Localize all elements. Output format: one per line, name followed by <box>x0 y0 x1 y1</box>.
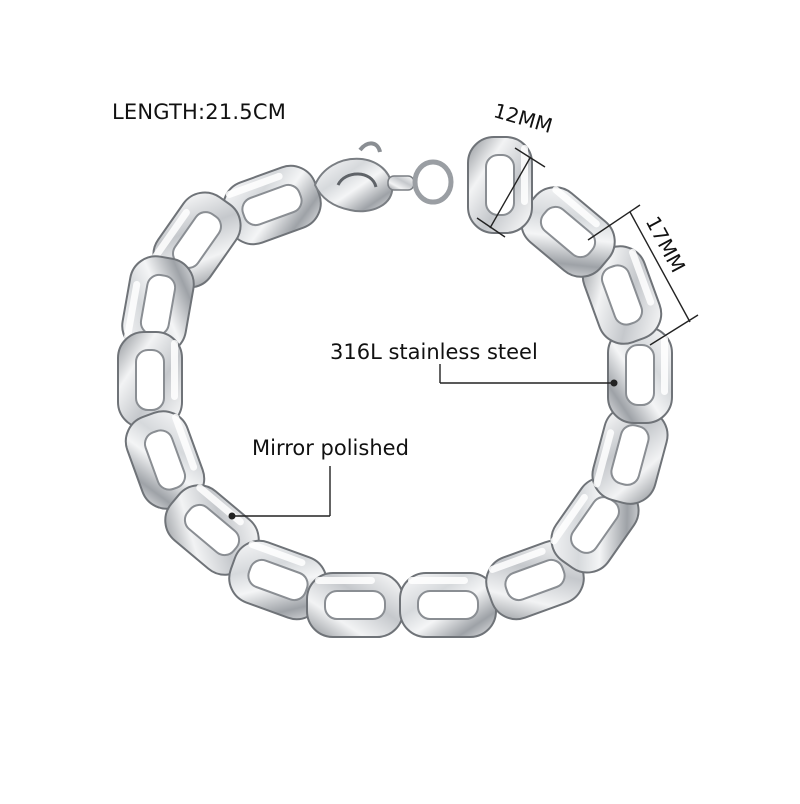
chain-link <box>591 405 669 505</box>
chain-link <box>485 539 585 621</box>
dimension-12mm <box>476 147 546 238</box>
chain-links <box>117 136 673 638</box>
material-label: 316L stainless steel <box>330 340 538 364</box>
chain-link <box>467 136 533 234</box>
chain-link <box>399 572 497 638</box>
callout-finish-line <box>232 466 331 517</box>
dimension-17mm <box>587 204 699 346</box>
length-label: LENGTH:21.5CM <box>112 100 287 124</box>
callout-material-dot <box>610 379 618 387</box>
chain-link <box>124 410 206 510</box>
chain-link <box>152 191 242 289</box>
lobster-clasp <box>313 141 454 213</box>
callout-finish-dot <box>228 512 236 520</box>
finish-label: Mirror polished <box>252 436 409 460</box>
chain-link <box>581 245 663 345</box>
callout-material-line <box>439 364 614 384</box>
chain-link <box>228 539 328 621</box>
dimension-12mm-label: 12MM <box>491 98 555 138</box>
chain-link <box>520 186 616 278</box>
chain-link <box>222 164 322 246</box>
chain-link <box>607 326 673 424</box>
chain-link <box>306 572 404 638</box>
